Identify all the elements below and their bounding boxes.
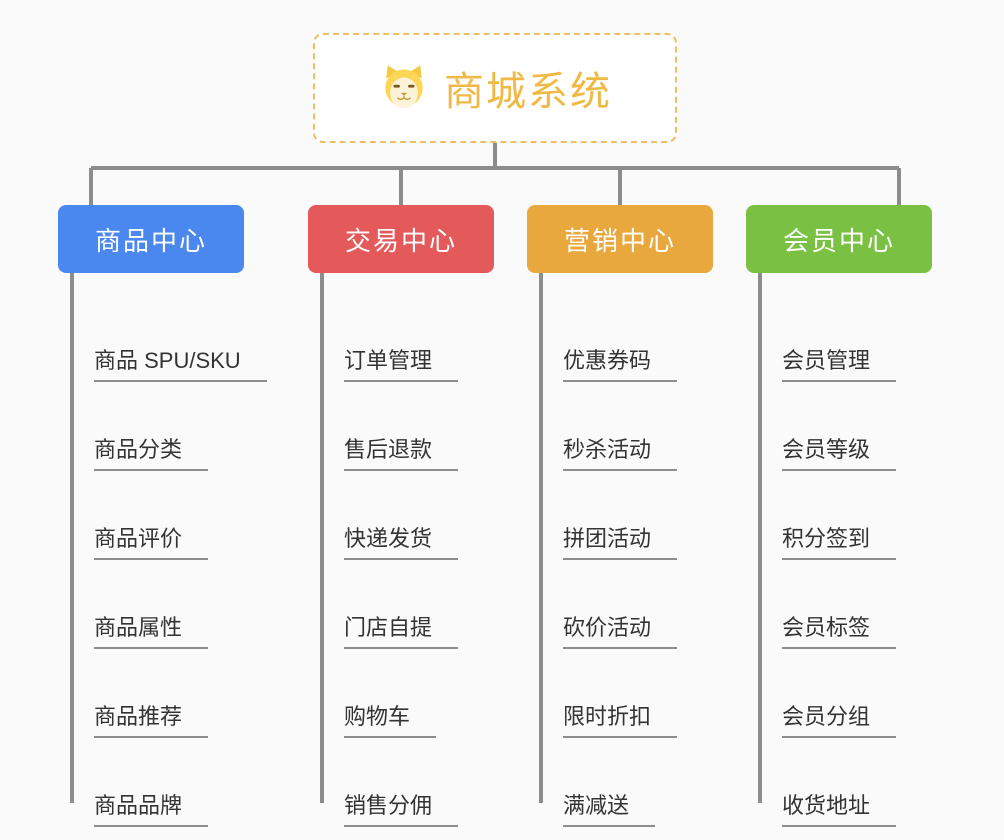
leaf-item[interactable]: 积分签到	[746, 471, 932, 560]
leaf-item[interactable]: 商品分类	[58, 382, 244, 471]
leaf-item[interactable]: 订单管理	[308, 293, 494, 382]
leaf-item[interactable]: 快递发货	[308, 471, 494, 560]
leaf-list: 优惠券码秒杀活动拼团活动砍价活动限时折扣满减送	[527, 273, 713, 827]
leaf-item-label: 会员标签	[782, 613, 897, 649]
leaf-item-label: 会员管理	[782, 346, 897, 382]
leaf-list: 商品 SPU/SKU 商品分类商品评价商品属性商品推荐商品品牌	[58, 273, 267, 827]
leaf-item-label: 购物车	[344, 702, 437, 738]
leaf-item[interactable]: 优惠券码	[527, 293, 713, 382]
leaf-item[interactable]: 门店自提	[308, 560, 494, 649]
root-node[interactable]: 商城系统	[313, 33, 677, 143]
category-box[interactable]: 商品中心	[58, 205, 244, 273]
leaf-item[interactable]: 砍价活动	[527, 560, 713, 649]
leaf-item-label: 快递发货	[344, 524, 459, 560]
leaf-item[interactable]: 会员等级	[746, 382, 932, 471]
leaf-item-label: 砍价活动	[563, 613, 678, 649]
leaf-item-label: 商品评价	[94, 524, 209, 560]
leaf-item-label: 优惠券码	[563, 346, 678, 382]
category-box[interactable]: 会员中心	[746, 205, 932, 273]
leaf-item-label: 会员等级	[782, 435, 897, 471]
category-column: 商品中心商品 SPU/SKU 商品分类商品评价商品属性商品推荐商品品牌	[58, 205, 267, 827]
leaf-item[interactable]: 销售分佣	[308, 738, 494, 827]
leaf-item-label: 销售分佣	[344, 791, 459, 827]
leaf-item-label: 限时折扣	[563, 702, 678, 738]
leaf-item[interactable]: 商品评价	[58, 471, 244, 560]
leaf-item-label: 商品品牌	[94, 791, 209, 827]
root-title: 商城系统	[444, 70, 612, 114]
leaf-item[interactable]: 满减送	[527, 738, 713, 827]
category-column: 交易中心订单管理售后退款快递发货门店自提购物车销售分佣	[308, 205, 494, 827]
leaf-item[interactable]: 限时折扣	[527, 649, 713, 738]
leaf-item[interactable]: 商品品牌	[58, 738, 244, 827]
leaf-item-label: 会员分组	[782, 702, 897, 738]
leaf-list: 订单管理售后退款快递发货门店自提购物车销售分佣	[308, 273, 494, 827]
leaf-item[interactable]: 购物车	[308, 649, 494, 738]
leaf-item-label: 拼团活动	[563, 524, 678, 560]
leaf-item-label: 收货地址	[782, 791, 897, 827]
leaf-item-label: 商品 SPU/SKU	[94, 346, 267, 382]
leaf-item[interactable]: 秒杀活动	[527, 382, 713, 471]
leaf-item[interactable]: 商品 SPU/SKU	[58, 293, 267, 382]
leaf-item[interactable]: 会员标签	[746, 560, 932, 649]
leaf-item-label: 售后退款	[344, 435, 459, 471]
leaf-item[interactable]: 商品属性	[58, 560, 244, 649]
leaf-item[interactable]: 售后退款	[308, 382, 494, 471]
leaf-item[interactable]: 会员管理	[746, 293, 932, 382]
category-column: 会员中心会员管理会员等级积分签到会员标签会员分组收货地址	[746, 205, 932, 827]
leaf-item[interactable]: 会员分组	[746, 649, 932, 738]
leaf-item-label: 商品推荐	[94, 702, 209, 738]
leaf-item-label: 订单管理	[344, 346, 459, 382]
leaf-item[interactable]: 拼团活动	[527, 471, 713, 560]
category-box[interactable]: 交易中心	[308, 205, 494, 273]
category-box[interactable]: 营销中心	[527, 205, 713, 273]
leaf-item-label: 积分签到	[782, 524, 897, 560]
category-column: 营销中心优惠券码秒杀活动拼团活动砍价活动限时折扣满减送	[527, 205, 713, 827]
leaf-item-label: 商品分类	[94, 435, 209, 471]
leaf-item-label: 商品属性	[94, 613, 209, 649]
leaf-item-label: 满减送	[563, 791, 656, 827]
leaf-list: 会员管理会员等级积分签到会员标签会员分组收货地址	[746, 273, 932, 827]
shiba-dog-face-icon	[378, 62, 430, 114]
leaf-item-label: 门店自提	[344, 613, 459, 649]
leaf-item-label: 秒杀活动	[563, 435, 678, 471]
leaf-item[interactable]: 收货地址	[746, 738, 932, 827]
leaf-item[interactable]: 商品推荐	[58, 649, 244, 738]
